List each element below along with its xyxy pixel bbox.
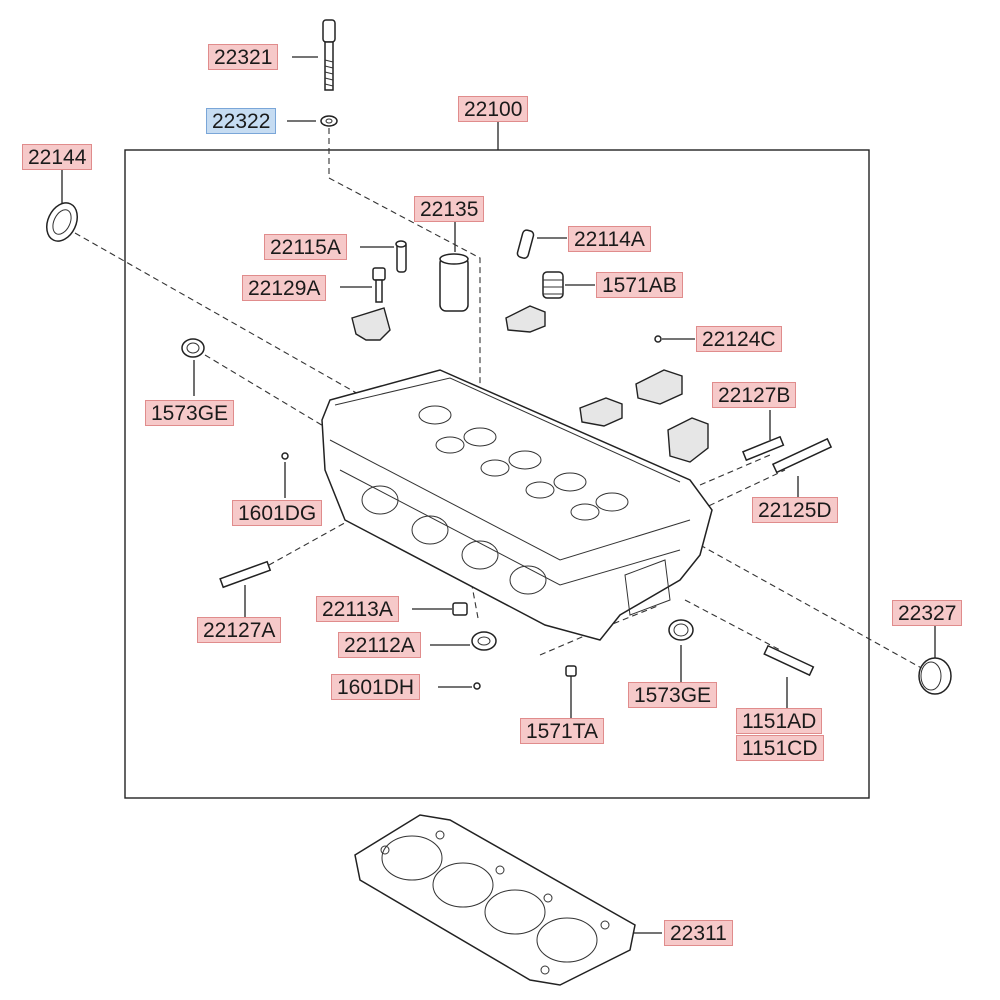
head-gasket-22311 xyxy=(354,814,636,986)
label-22129A[interactable]: 22129A xyxy=(242,275,327,301)
cam-caps xyxy=(351,305,709,463)
pin-22115A xyxy=(395,240,407,273)
plug-1571AB xyxy=(542,271,564,299)
label-22124C[interactable]: 22124C xyxy=(696,326,782,352)
label-22322[interactable]: 22322 xyxy=(206,108,277,134)
label-22321[interactable]: 22321 xyxy=(208,44,279,70)
plug-22112A xyxy=(471,631,497,651)
stud-22125D xyxy=(771,437,833,474)
label-22144[interactable]: 22144 xyxy=(22,144,93,170)
label-22100[interactable]: 22100 xyxy=(458,96,529,122)
label-1571AB[interactable]: 1571AB xyxy=(596,272,683,298)
stud-22127B xyxy=(741,435,785,462)
label-1151CD[interactable]: 1151CD xyxy=(736,735,824,761)
label-22112A[interactable]: 22112A xyxy=(338,632,421,658)
assembly-frame xyxy=(124,149,870,799)
label-1601DH[interactable]: 1601DH xyxy=(331,674,421,700)
label-1573GE-right[interactable]: 1573GE xyxy=(628,682,718,708)
label-1573GE-left[interactable]: 1573GE xyxy=(145,400,235,426)
washer-22322 xyxy=(320,115,338,127)
label-1151AD[interactable]: 1151AD xyxy=(736,708,823,734)
tube-22135 xyxy=(439,253,469,312)
label-22113A[interactable]: 22113A xyxy=(316,596,399,622)
label-22311[interactable]: 22311 xyxy=(664,920,733,946)
bolt-22321 xyxy=(322,19,336,91)
label-22327[interactable]: 22327 xyxy=(892,600,963,626)
plug-22327 xyxy=(918,657,952,695)
pin-1601DH xyxy=(473,682,481,690)
ball-22124C xyxy=(654,335,662,343)
bolt-22129A xyxy=(372,267,386,303)
plug-1571TA xyxy=(565,665,577,677)
label-22125D[interactable]: 22125D xyxy=(752,497,838,523)
plug-1573GE-right xyxy=(668,619,694,641)
plug-1573GE-left xyxy=(181,338,205,358)
label-1571TA[interactable]: 1571TA xyxy=(520,718,604,744)
fitting-22113A xyxy=(452,602,468,616)
seal-22144 xyxy=(46,202,78,242)
label-22127A[interactable]: 22127A xyxy=(197,617,282,643)
label-22135[interactable]: 22135 xyxy=(414,196,485,222)
pin-1601DG xyxy=(281,452,289,460)
stud-1151AD xyxy=(763,644,815,677)
cylinder-head-22100 xyxy=(321,369,713,641)
label-22127B[interactable]: 22127B xyxy=(712,382,797,408)
leader-lines xyxy=(61,56,936,934)
assembly-paths xyxy=(74,128,926,671)
pin-22114A xyxy=(516,229,535,259)
stud-22127A xyxy=(219,560,272,589)
label-22115A[interactable]: 22115A xyxy=(264,234,347,260)
label-1601DG[interactable]: 1601DG xyxy=(232,500,323,526)
label-22114A[interactable]: 22114A xyxy=(568,226,651,252)
washer-22322-hole xyxy=(325,118,333,124)
